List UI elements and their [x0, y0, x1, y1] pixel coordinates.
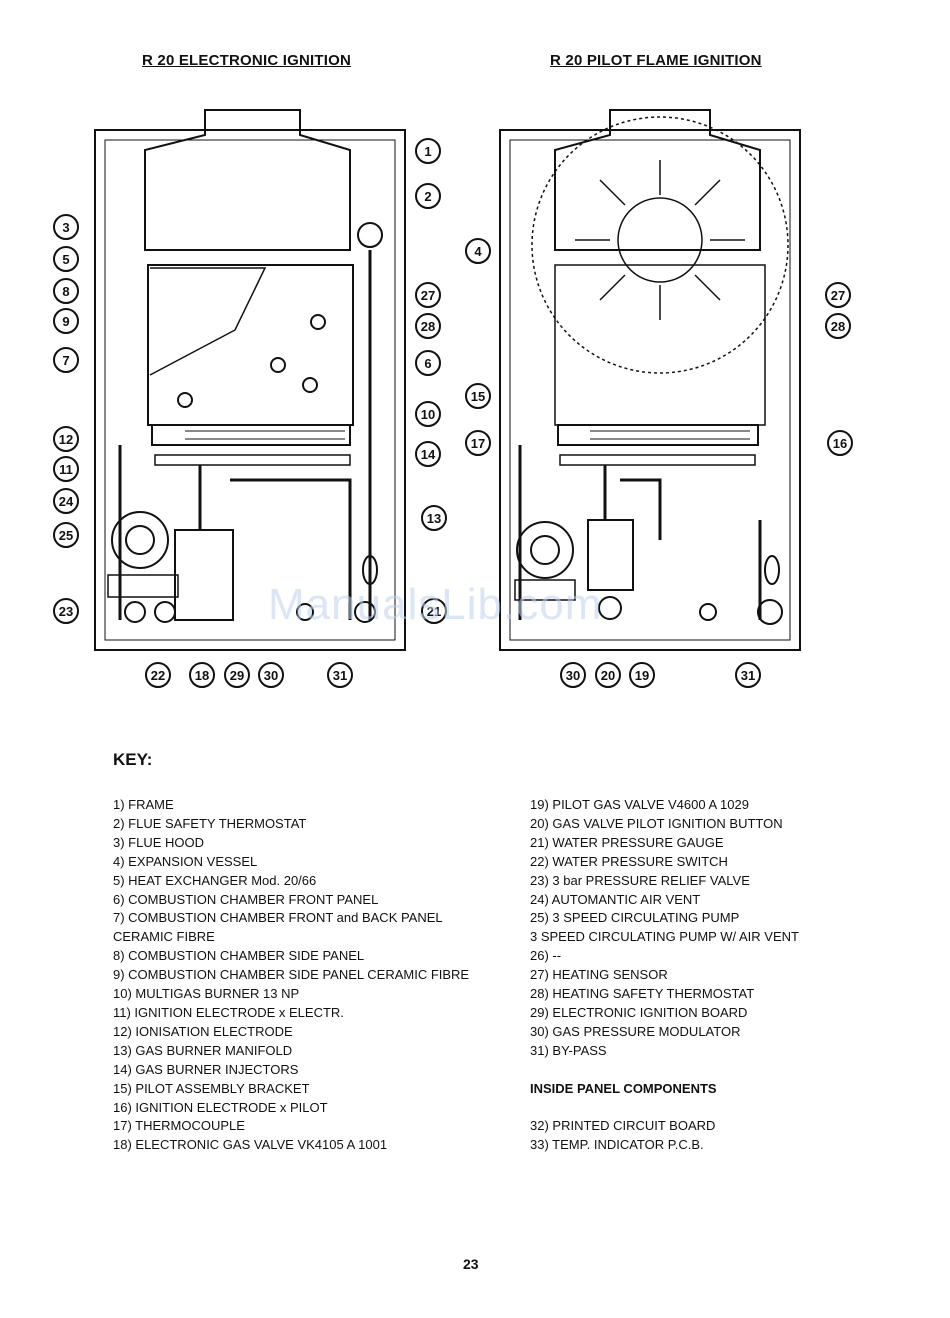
key-item: 4) EXPANSION VESSEL	[113, 853, 258, 869]
frame-outline	[499, 129, 801, 651]
key-item: 14) GAS BURNER INJECTORS	[113, 1061, 299, 1077]
pilot-gas-valve	[587, 519, 634, 591]
key-item: 22) WATER PRESSURE SWITCH	[530, 853, 728, 869]
callout-9: 9	[53, 308, 79, 334]
callout-8: 8	[53, 278, 79, 304]
inside-panel-heading: INSIDE PANEL COMPONENTS	[530, 1080, 717, 1096]
callout-30: 30	[258, 662, 284, 688]
callout-29: 29	[224, 662, 250, 688]
callout-13: 13	[421, 505, 447, 531]
right-diagram-title: R 20 PILOT FLAME IGNITION	[550, 52, 762, 69]
callout-16: 16	[827, 430, 853, 456]
callout-31-right: 31	[735, 662, 761, 688]
key-item: 31) BY-PASS	[530, 1042, 607, 1058]
left-diagram-title: R 20 ELECTRONIC IGNITION	[142, 52, 351, 69]
key-item	[530, 1061, 799, 1080]
key-item: 25) 3 SPEED CIRCULATING PUMP	[530, 910, 740, 926]
flue-hood	[144, 109, 351, 251]
callout-1: 1	[415, 138, 441, 164]
key-item: 20) GAS VALVE PILOT IGNITION BUTTON	[530, 815, 783, 831]
callout-28: 28	[415, 313, 441, 339]
key-item: 26) --	[530, 948, 562, 964]
key-list-left: 1) FRAME 2) FLUE SAFETY THERMOSTAT 3) FL…	[113, 796, 469, 1155]
callout-2: 2	[415, 183, 441, 209]
key-item: 9) COMBUSTION CHAMBER SIDE PANEL CERAMIC…	[113, 967, 470, 983]
callout-15: 15	[465, 383, 491, 409]
callout-14: 14	[415, 441, 441, 467]
callout-19: 19	[629, 662, 655, 688]
callout-23: 23	[53, 598, 79, 624]
callout-27: 27	[415, 282, 441, 308]
key-item: 3 SPEED CIRCULATING PUMP W/ AIR VENT	[530, 929, 799, 945]
key-item: 2) FLUE SAFETY THERMOSTAT	[113, 815, 307, 831]
key-item: 10) MULTIGAS BURNER 13 NP	[113, 986, 300, 1002]
callout-7: 7	[53, 347, 79, 373]
callout-30-right: 30	[560, 662, 586, 688]
key-item: 23) 3 bar PRESSURE RELIEF VALVE	[530, 872, 750, 888]
callout-21: 21	[421, 598, 447, 624]
key-list-right: 19) PILOT GAS VALVE V4600 A 1029 20) GAS…	[530, 796, 799, 1155]
frame-outline	[94, 129, 406, 651]
key-item: 28) HEATING SAFETY THERMOSTAT	[530, 986, 755, 1002]
callout-28-right: 28	[825, 313, 851, 339]
key-item: 3) FLUE HOOD	[113, 834, 205, 850]
callout-6: 6	[415, 350, 441, 376]
callout-20: 20	[595, 662, 621, 688]
callout-11: 11	[53, 456, 79, 482]
burner	[151, 424, 351, 446]
key-item: 18) ELECTRONIC GAS VALVE VK4105 A 1001	[113, 1137, 388, 1153]
key-item: 8) COMBUSTION CHAMBER SIDE PANEL	[113, 948, 365, 964]
pilot-flame-ignition-diagram	[499, 109, 801, 651]
callout-24: 24	[53, 488, 79, 514]
key-item: 12) IONISATION ELECTRODE	[113, 1023, 293, 1039]
callout-3: 3	[53, 214, 79, 240]
key-item: 24) AUTOMANTIC AIR VENT	[530, 891, 701, 907]
callout-22: 22	[145, 662, 171, 688]
key-item: 11) IGNITION ELECTRODE x ELECTR.	[113, 1004, 344, 1020]
key-title: KEY:	[113, 750, 153, 769]
key-item: 6) COMBUSTION CHAMBER FRONT PANEL	[113, 891, 379, 907]
callout-5: 5	[53, 246, 79, 272]
key-item: CERAMIC FIBRE	[113, 929, 215, 945]
callout-25: 25	[53, 522, 79, 548]
callout-12: 12	[53, 426, 79, 452]
callout-27-right: 27	[825, 282, 851, 308]
key-item: 7) COMBUSTION CHAMBER FRONT and BACK PAN…	[113, 910, 443, 926]
callout-18: 18	[189, 662, 215, 688]
key-item: 33) TEMP. INDICATOR P.C.B.	[530, 1137, 704, 1153]
gas-valve	[174, 529, 234, 621]
key-item: 19) PILOT GAS VALVE V4600 A 1029	[530, 797, 749, 812]
watermark: ManualsLib.com	[268, 580, 603, 629]
key-item: 5) HEAT EXCHANGER Mod. 20/66	[113, 872, 317, 888]
key-item: 27) HEATING SENSOR	[530, 967, 668, 983]
key-item: 32) PRINTED CIRCUIT BOARD	[530, 1118, 716, 1134]
key-item: 1) FRAME	[113, 797, 174, 812]
callout-31: 31	[327, 662, 353, 688]
key-item: 16) IGNITION ELECTRODE x PILOT	[113, 1099, 328, 1115]
key-item: 29) ELECTRONIC IGNITION BOARD	[530, 1004, 748, 1020]
expansion-vessel	[531, 116, 789, 374]
callout-17: 17	[465, 430, 491, 456]
electronic-ignition-diagram	[94, 109, 406, 651]
key-item: 21) WATER PRESSURE GAUGE	[530, 834, 724, 850]
key-item	[530, 1099, 799, 1118]
key-item: 15) PILOT ASSEMBLY BRACKET	[113, 1080, 310, 1096]
pump	[111, 511, 169, 569]
callout-10: 10	[415, 401, 441, 427]
callout-4: 4	[465, 238, 491, 264]
key-item: 13) GAS BURNER MANIFOLD	[113, 1042, 293, 1058]
page-number: 23	[463, 1256, 479, 1272]
key-item: 17) THERMOCOUPLE	[113, 1118, 245, 1134]
key-item: 30) GAS PRESSURE MODULATOR	[530, 1023, 741, 1039]
